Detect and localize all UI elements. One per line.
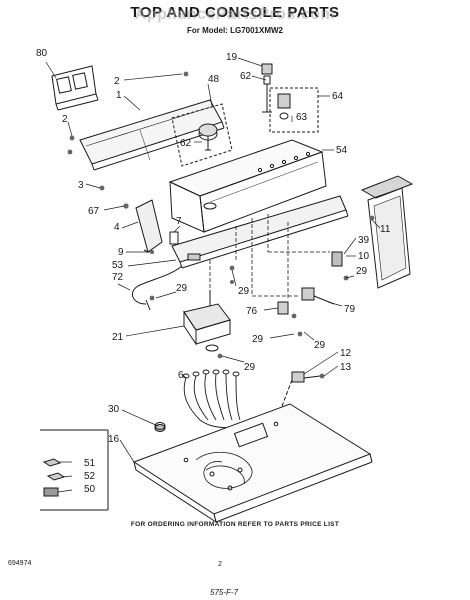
callout-4: 4 <box>114 222 120 233</box>
callout-80: 80 <box>36 48 48 59</box>
part-79-switch <box>301 287 335 305</box>
callout-12: 12 <box>340 348 352 359</box>
callout-2: 2 <box>62 114 68 125</box>
callout-11: 11 <box>380 224 391 235</box>
callout-19: 19 <box>226 52 238 63</box>
callout-29: 29 <box>252 334 264 345</box>
document-number: 694974 <box>8 560 32 567</box>
callout-72: 72 <box>112 272 124 283</box>
callout-76: 76 <box>246 306 258 317</box>
callout-9: 9 <box>118 247 124 258</box>
part-48-detail-box <box>171 103 233 167</box>
watermark: AppliancePartsPros.com <box>134 6 336 23</box>
callout-16: 16 <box>108 434 120 445</box>
callout-54: 54 <box>336 145 348 156</box>
callout-29: 29 <box>356 266 368 277</box>
page-number: 2 <box>218 561 222 568</box>
callout-64: 64 <box>332 91 344 102</box>
part-39-switch <box>331 251 343 267</box>
callout-leader-lines <box>45 57 381 493</box>
screw-fasteners <box>67 71 375 379</box>
callout-29: 29 <box>238 286 250 297</box>
callout-53: 53 <box>112 260 124 271</box>
callout-29: 29 <box>314 340 326 351</box>
callout-2: 2 <box>114 76 120 87</box>
part-16-main-top <box>132 403 373 523</box>
callout-1: 1 <box>116 90 122 101</box>
part-21-timer <box>183 290 231 352</box>
diagram-title: TOP AND CONSOLE PARTS <box>130 4 340 21</box>
part-7-clip <box>169 231 179 245</box>
part-12-relay <box>271 371 321 433</box>
callout-67: 67 <box>88 206 100 217</box>
callout-62: 62 <box>180 138 192 149</box>
callout-62: 62 <box>240 71 252 82</box>
part-11-end-cap <box>360 175 414 289</box>
callout-7: 7 <box>176 216 182 227</box>
part-64-dashed-box <box>269 87 319 133</box>
part-4-bracket <box>135 199 163 253</box>
inset-detail-box <box>40 429 109 511</box>
part-30-grommet <box>154 422 166 432</box>
part-80-end-cap <box>51 65 99 111</box>
callout-50: 50 <box>84 484 96 495</box>
callout-30: 30 <box>108 404 120 415</box>
part-6-wire-harness <box>182 369 241 428</box>
part-53-support-bar <box>171 195 349 269</box>
callout-29: 29 <box>176 283 188 294</box>
part-76-switch <box>277 301 289 315</box>
callout-39: 39 <box>358 235 370 246</box>
callout-48: 48 <box>208 74 220 85</box>
callout-52: 52 <box>84 471 96 482</box>
callout-13: 13 <box>340 362 352 373</box>
part-72-wire-lead <box>131 265 183 311</box>
callout-63: 63 <box>296 112 308 123</box>
model-line: For Model: LG7001XMW2 <box>186 26 283 35</box>
callout-51: 51 <box>84 458 96 469</box>
callout-6: 6 <box>178 370 184 381</box>
callout-79: 79 <box>344 304 356 315</box>
assembly-guide-lines <box>209 214 330 302</box>
part-1-console-panel <box>79 99 225 171</box>
sheet-code: 575-F-7 <box>210 588 239 597</box>
callout-3: 3 <box>78 180 84 191</box>
callout-29: 29 <box>244 362 256 373</box>
callout-21: 21 <box>112 332 124 343</box>
callout-10: 10 <box>358 251 370 262</box>
part-54-console-frame <box>168 139 327 233</box>
ordering-note: FOR ORDERING INFORMATION REFER TO PARTS … <box>130 521 340 528</box>
callout-labels: 80 2 1 48 19 62 64 63 2 62 54 3 67 4 7 1… <box>36 48 391 495</box>
